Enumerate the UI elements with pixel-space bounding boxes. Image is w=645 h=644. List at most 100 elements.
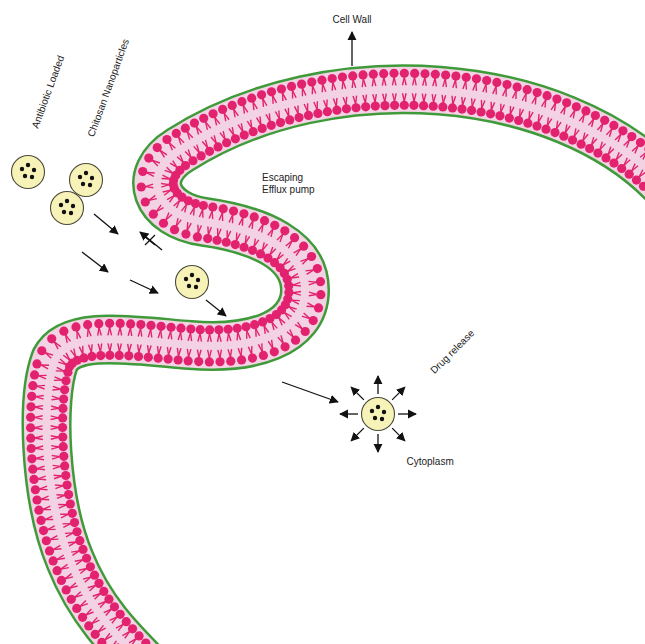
lipid-tail [551,103,555,110]
lipid-head [59,394,68,403]
lipid-head [577,140,586,149]
lipid-head [248,353,257,362]
lipid-head [250,320,259,329]
lipid-molecule [229,206,238,223]
lipid-tail [289,307,295,313]
lipid-head [36,516,45,525]
lipid-tail [262,99,264,107]
lipid-tail [461,97,463,105]
lipid-molecule [522,85,532,102]
lipid-tail [341,81,343,89]
lipid-molecule [32,495,49,504]
lipid-head [559,132,568,141]
drug-dot [380,417,384,421]
lipid-head [170,225,179,234]
lipid-molecule [28,381,45,390]
chitosan-nanoparticle [12,156,45,189]
drug-dot [84,171,88,175]
lipid-head [57,576,66,585]
lipid-molecule [170,218,181,234]
lipid-head [390,101,399,110]
lipid-molecule [410,69,419,86]
lipid-head [287,82,296,91]
lipid-molecule [47,334,61,349]
lipid-tail [37,466,45,469]
lipid-molecule [441,70,450,87]
lipid-molecule [267,87,277,104]
lipid-tail [45,519,53,520]
lipid-tail [194,146,200,152]
lipid-tail [52,389,60,391]
lipid-head [136,320,145,329]
lipid-head [600,116,609,125]
lipid-molecule [36,516,53,525]
lipid-head [467,106,476,115]
release-ray [340,413,358,414]
lipid-tail [215,117,217,125]
lipid-head [144,353,153,362]
blocked-mark [145,235,155,245]
lipid-molecule [233,324,242,341]
lipid-molecule [448,96,457,113]
lipid-head [314,303,323,312]
lipid-tail [616,152,619,160]
lipid-tail [256,329,260,336]
lipid-tail [35,428,43,430]
lipid-head [486,109,495,118]
lipid-tail [574,128,576,136]
lipid-molecule [313,101,322,118]
lipid-head [181,230,190,239]
lipid-tail [246,331,248,339]
lipid-tail [463,97,466,105]
lipid-tail [51,428,59,430]
lipid-tail [51,447,59,449]
lipid-head [31,485,40,494]
lipid-tail [206,122,208,130]
lipid-head [203,234,212,243]
lipid-tail [463,81,466,89]
lipid-tail [63,355,70,360]
lipid-tail [162,178,170,180]
lipid-head [513,82,522,91]
efflux-arrow [140,232,162,250]
lipid-head [237,355,246,364]
lipid-tail [218,350,220,358]
chitosan-nanoparticle [176,266,209,299]
lipid-tail [69,542,76,546]
lipid-head [191,199,200,208]
lipid-head [105,319,114,328]
lipid-molecule [173,348,182,365]
lipid-head [371,102,380,111]
lipid-tail [482,101,485,109]
lipid-molecule [342,97,351,114]
lipid-tail [522,94,526,101]
lipid-tail [199,209,202,217]
lipid-molecule [409,93,418,110]
lipid-molecule [67,592,83,604]
lipid-head [68,509,77,518]
lipid-tail [158,330,161,338]
lipid-head [30,370,39,379]
lipid-molecule [541,117,551,133]
lipid-molecule [51,394,68,403]
release-ray [377,376,378,394]
cell-wall-band [47,89,645,644]
particle-shell [176,266,209,299]
lipid-head [369,70,378,79]
lipid-head [78,613,87,622]
lipid-tail [343,97,346,105]
lipid-molecule [617,158,630,173]
lipid-head [193,232,202,241]
lipid-molecule [492,78,501,95]
lipid-tail [105,636,112,640]
drug-dot [59,203,63,207]
lipid-molecule [54,471,71,480]
lipid-molecule [154,346,163,363]
lipid-tail [640,152,645,157]
lipid-head [307,252,316,261]
lipid-tail [72,551,79,556]
lipid-molecule [37,346,53,358]
lipid-tail [193,207,195,215]
lipid-tail [89,585,95,591]
lipid-head [27,454,36,463]
